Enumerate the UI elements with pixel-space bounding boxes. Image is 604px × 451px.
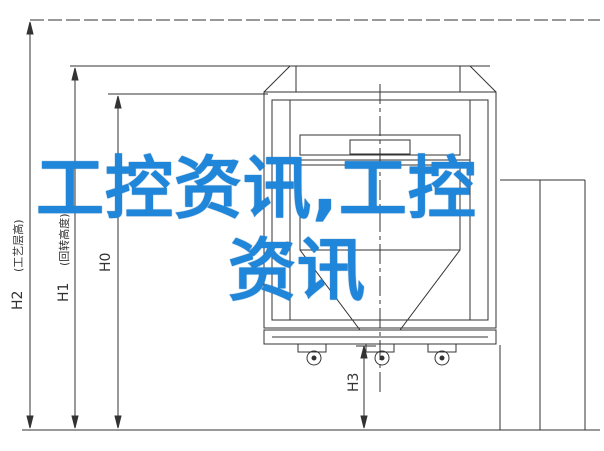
h2-note: (工艺层高) xyxy=(11,219,25,272)
h0-arrow-top xyxy=(114,95,122,109)
h2-label: H2 xyxy=(10,291,26,310)
h0-label: H0 xyxy=(98,253,114,272)
h1-label: H1 xyxy=(56,283,72,302)
h3-label: H3 xyxy=(346,373,362,392)
h1-note: (回转高度) xyxy=(57,213,71,266)
h3-arrow-bottom xyxy=(360,415,368,429)
castor-mid xyxy=(365,343,395,366)
h0-arrow-bottom xyxy=(114,415,122,429)
h2-arrow-top xyxy=(26,21,34,35)
machine-roof xyxy=(263,65,497,93)
h1-arrow-bottom xyxy=(71,415,79,429)
h2-arrow-bottom xyxy=(26,415,34,429)
castor-right xyxy=(427,343,457,366)
h1-arrow-top xyxy=(71,67,79,81)
castor-left xyxy=(297,343,327,366)
